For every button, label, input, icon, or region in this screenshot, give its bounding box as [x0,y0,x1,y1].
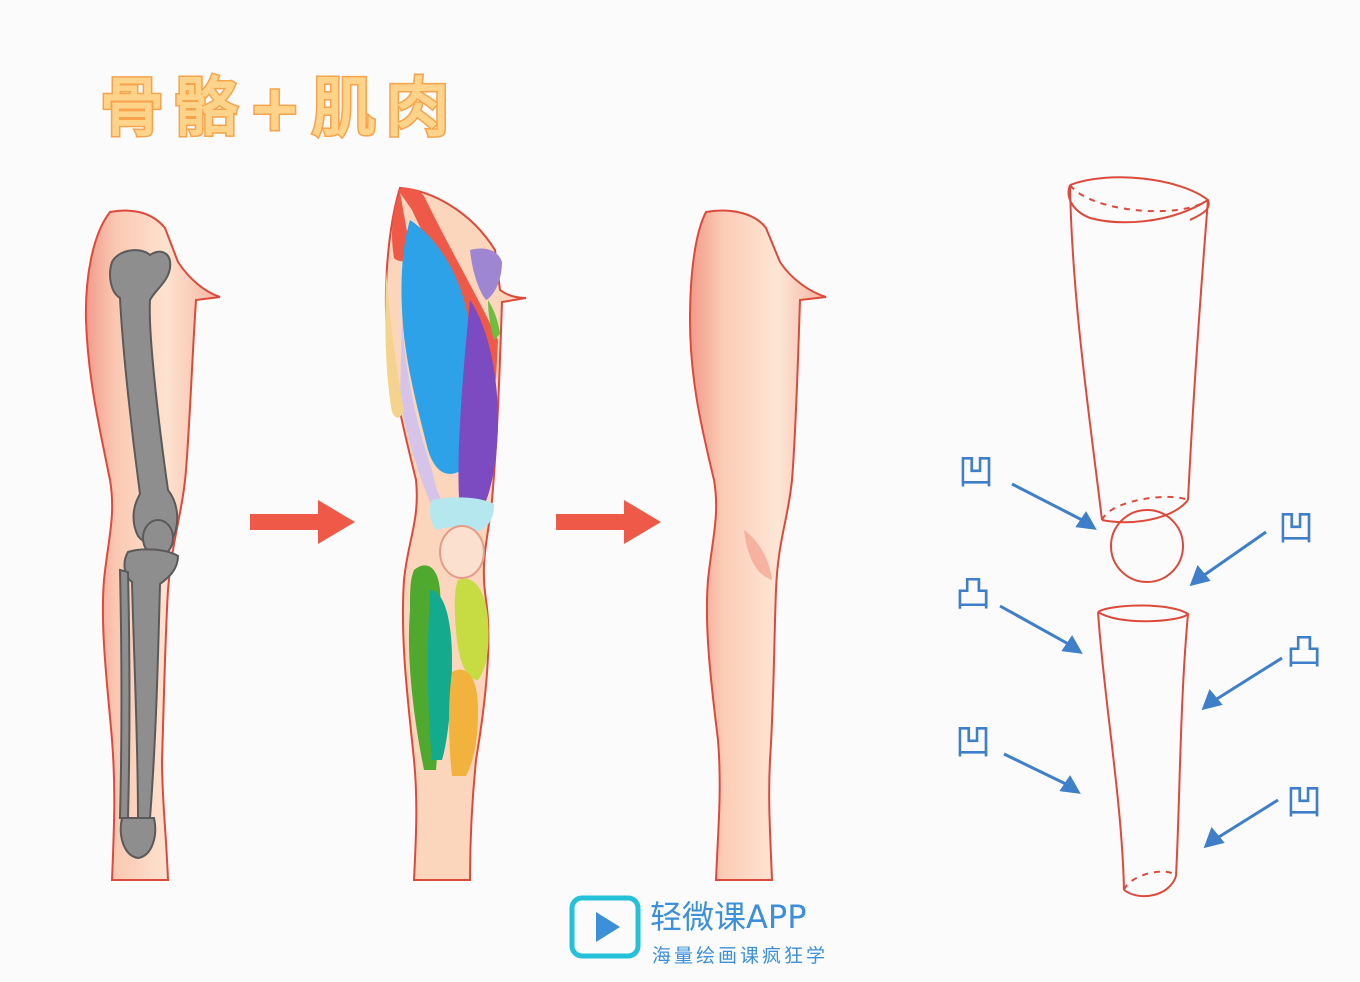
label-concave-1: 凹 [958,452,994,493]
label-concave-3: 凹 [955,722,991,763]
muscle-purple [458,300,498,512]
leg-3-shade [744,530,772,580]
thigh-cylinder-top-dash [1069,184,1209,213]
label-concave-2: 凹 [1278,508,1314,549]
annotation-arrows [999,482,1283,849]
knee-sphere [1110,509,1184,583]
leg-muscles [384,186,527,881]
fibula-bone [118,568,131,819]
knee-cap [439,525,485,579]
muscle-lilac [400,320,446,506]
label-convex-1: 凸 [955,574,991,615]
page-title: 骨骼+肌肉 [100,72,460,146]
geometry-diagram [1067,176,1210,898]
leg-outline [688,209,827,881]
leg-skeleton [84,209,221,881]
shin-cylinder [1097,604,1190,898]
muscle-teal-calf [427,590,452,760]
muscle-lavender-top [470,248,502,300]
brand-tagline: 海量绘画课疯狂学 [652,945,828,967]
knee-tendon [429,497,494,532]
thigh-cylinder-front [1067,176,1210,521]
play-icon [596,912,620,942]
muscle-green-top [488,300,500,340]
muscle-blue-quad [401,220,471,474]
brand-logo-icon [569,895,641,959]
label-convex-2: 凸 [1286,632,1322,673]
shin-cylinder-bottom-dash [1123,870,1177,891]
thigh-cylinder-bottom [1101,499,1189,524]
muscle-orange-calf [449,669,478,776]
red-arrow-2 [556,500,661,544]
brand-name: 轻微课APP [650,898,807,936]
femur-bone [109,249,179,546]
muscle-tan-side [385,270,404,418]
muscle-yellowgreen-calf [454,578,489,680]
red-arrow-1 [250,500,355,544]
thigh-cylinder-bottom-dash [1101,495,1189,521]
brand-watermark: 轻微课APP 海量绘画课疯狂学 [569,895,828,967]
tibia-bone [123,548,180,822]
label-concave-4: 凹 [1286,782,1322,823]
ankle-bone [119,817,157,860]
